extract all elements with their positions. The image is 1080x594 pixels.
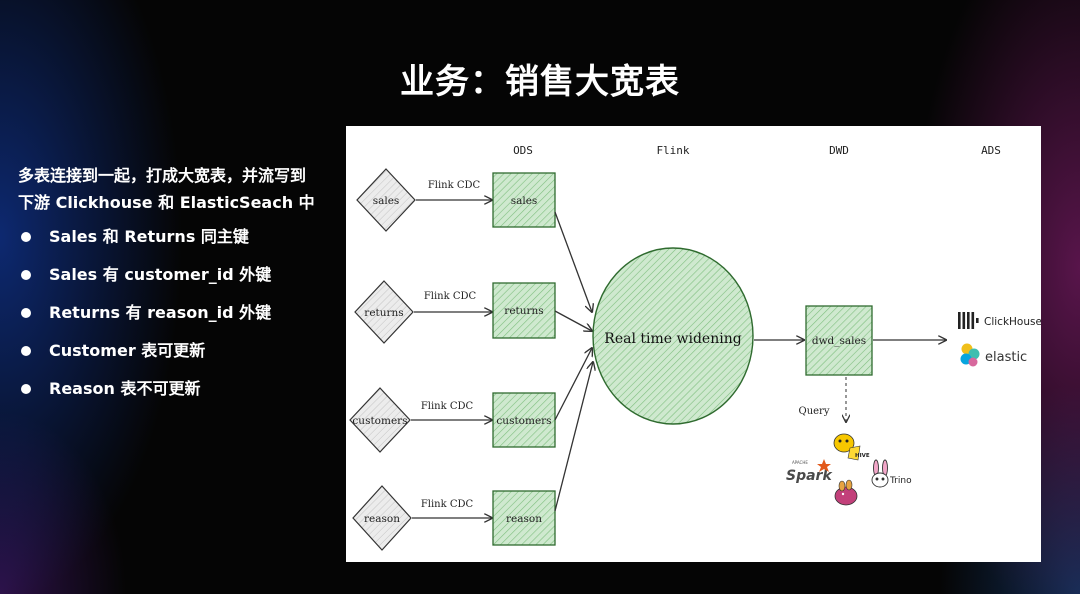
source-diamond-reason bbox=[352, 485, 412, 551]
merge-arrow-customers bbox=[554, 348, 592, 421]
source-label-returns: returns bbox=[364, 307, 403, 319]
diagram-canvas: ODS Flink DWD ADS sales returns customer… bbox=[349, 144, 1041, 551]
hive-icon bbox=[833, 433, 861, 461]
ods-label-customers: customers bbox=[496, 415, 551, 427]
ods-box-sales bbox=[492, 172, 556, 228]
dwd-box bbox=[805, 305, 873, 376]
intro-line-2: 下游 Clickhouse 和 ElasticSeach 中 bbox=[18, 193, 315, 212]
bullet-list: Sales 和 Returns 同主键 Sales 有 customer_id … bbox=[18, 222, 348, 412]
source-diamond-sales bbox=[356, 168, 416, 232]
ods-box-customers bbox=[492, 392, 556, 448]
architecture-diagram: ODS Flink DWD ADS sales returns customer… bbox=[346, 126, 1041, 562]
cdc-label-reason: Flink CDC bbox=[421, 499, 474, 510]
intro-text: 多表连接到一起，打成大宽表，并流写到 下游 Clickhouse 和 Elast… bbox=[18, 162, 348, 216]
stage-label-dwd: DWD bbox=[829, 144, 849, 157]
bullet-item: Sales 和 Returns 同主键 bbox=[18, 222, 348, 260]
bullet-item: Reason 表不可更新 bbox=[18, 374, 348, 412]
elastic-icon bbox=[960, 343, 980, 367]
ods-box-returns bbox=[492, 282, 556, 339]
stage-label-ods: ODS bbox=[513, 144, 533, 157]
query-label: Query bbox=[799, 406, 830, 417]
elastic-logo: elastic bbox=[960, 343, 1027, 367]
slide-title: 业务：销售大宽表 bbox=[400, 62, 680, 102]
cdc-label-customers: Flink CDC bbox=[421, 401, 474, 412]
spark-apache-label: APACHE bbox=[792, 460, 808, 465]
bullet-item: Sales 有 customer_id 外键 bbox=[18, 260, 348, 298]
process-label: Real time widening bbox=[604, 331, 741, 347]
intro-line-1: 多表连接到一起，打成大宽表，并流写到 bbox=[18, 166, 307, 185]
trino-logo: Trino bbox=[871, 459, 912, 488]
merge-arrow-returns bbox=[554, 310, 592, 331]
elastic-label: elastic bbox=[985, 350, 1027, 365]
bullet-item: Returns 有 reason_id 外键 bbox=[18, 298, 348, 336]
process-circle bbox=[592, 247, 754, 425]
hive-logo: HIVE bbox=[833, 433, 870, 461]
trino-label: Trino bbox=[889, 476, 912, 486]
clickhouse-logo: ClickHouse bbox=[958, 312, 1041, 329]
ods-label-returns: returns bbox=[504, 305, 543, 317]
source-label-customers: customers bbox=[352, 415, 407, 427]
merge-arrow-reason bbox=[554, 362, 593, 512]
source-label-sales: sales bbox=[373, 195, 400, 207]
merge-arrow-sales bbox=[554, 211, 592, 312]
source-label-reason: reason bbox=[364, 513, 400, 525]
clickhouse-label: ClickHouse bbox=[984, 316, 1041, 328]
ods-label-reason: reason bbox=[506, 513, 542, 525]
ods-box-reason bbox=[492, 490, 556, 546]
bullet-item: Customer 表可更新 bbox=[18, 336, 348, 374]
stage-label-flink: Flink bbox=[656, 144, 689, 157]
dwd-label: dwd_sales bbox=[812, 335, 866, 347]
presto-rabbit-icon bbox=[834, 479, 858, 506]
cdc-label-returns: Flink CDC bbox=[424, 291, 477, 302]
description-panel: 多表连接到一起，打成大宽表，并流写到 下游 Clickhouse 和 Elast… bbox=[18, 162, 348, 412]
trino-bunny-icon bbox=[871, 459, 889, 488]
hive-label: HIVE bbox=[855, 453, 870, 459]
source-diamond-returns bbox=[354, 280, 414, 344]
spark-label: Spark bbox=[786, 468, 833, 484]
spark-star-icon bbox=[817, 459, 831, 472]
presto-logo bbox=[834, 479, 858, 506]
spark-logo: APACHE Spark bbox=[786, 459, 833, 484]
source-diamond-customers bbox=[349, 387, 411, 453]
clickhouse-icon bbox=[958, 312, 979, 329]
stage-label-ads: ADS bbox=[981, 144, 1001, 157]
cdc-label-sales: Flink CDC bbox=[428, 180, 481, 191]
ods-label-sales: sales bbox=[511, 195, 538, 207]
